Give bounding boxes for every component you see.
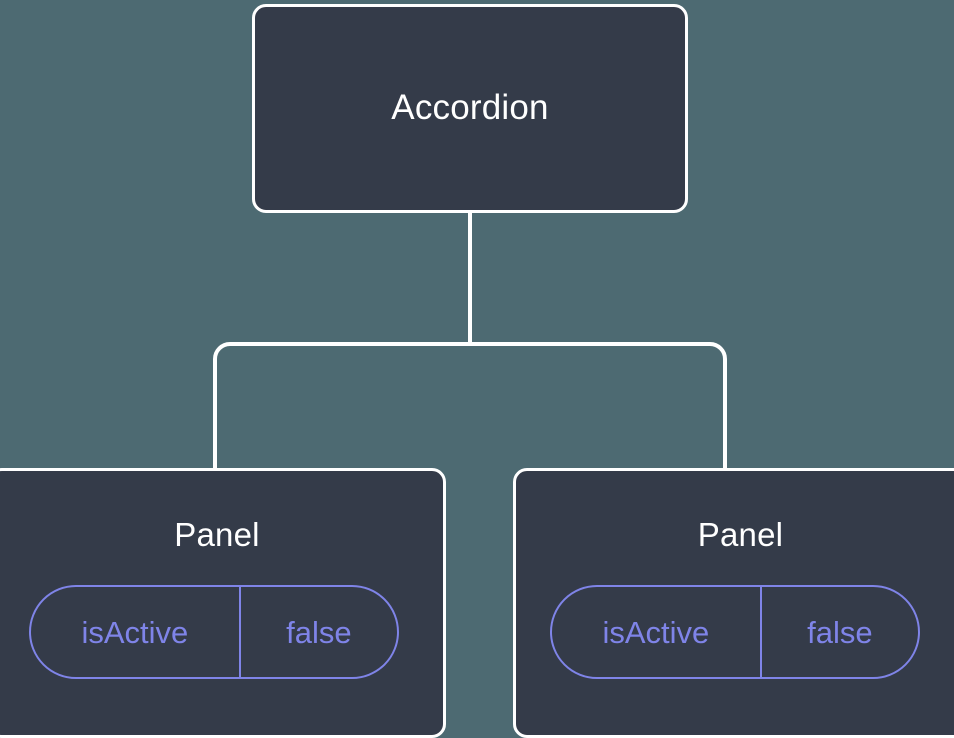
node-panel-0-label: Panel — [174, 516, 260, 553]
node-accordion[interactable]: Accordion — [252, 4, 688, 213]
state-pill-panel-0-key: isActive — [81, 614, 189, 650]
state-pill-panel-1-value: false — [759, 587, 918, 678]
node-panel-1-label: Panel — [697, 516, 784, 553]
node-accordion-label: Accordion — [391, 88, 549, 128]
connector-branch-right — [470, 342, 727, 472]
node-panel-0[interactable]: Panel isActive false — [0, 468, 446, 738]
state-pill-panel-1-key: isActive — [602, 614, 710, 650]
connector-branch-left — [213, 342, 470, 472]
state-pill-panel-1[interactable]: isActive false — [550, 585, 920, 680]
state-pill-panel-0[interactable]: isActive false — [29, 585, 399, 680]
state-pill-panel-0-value: false — [238, 587, 397, 678]
node-panel-1[interactable]: Panel isActive false — [513, 468, 954, 738]
